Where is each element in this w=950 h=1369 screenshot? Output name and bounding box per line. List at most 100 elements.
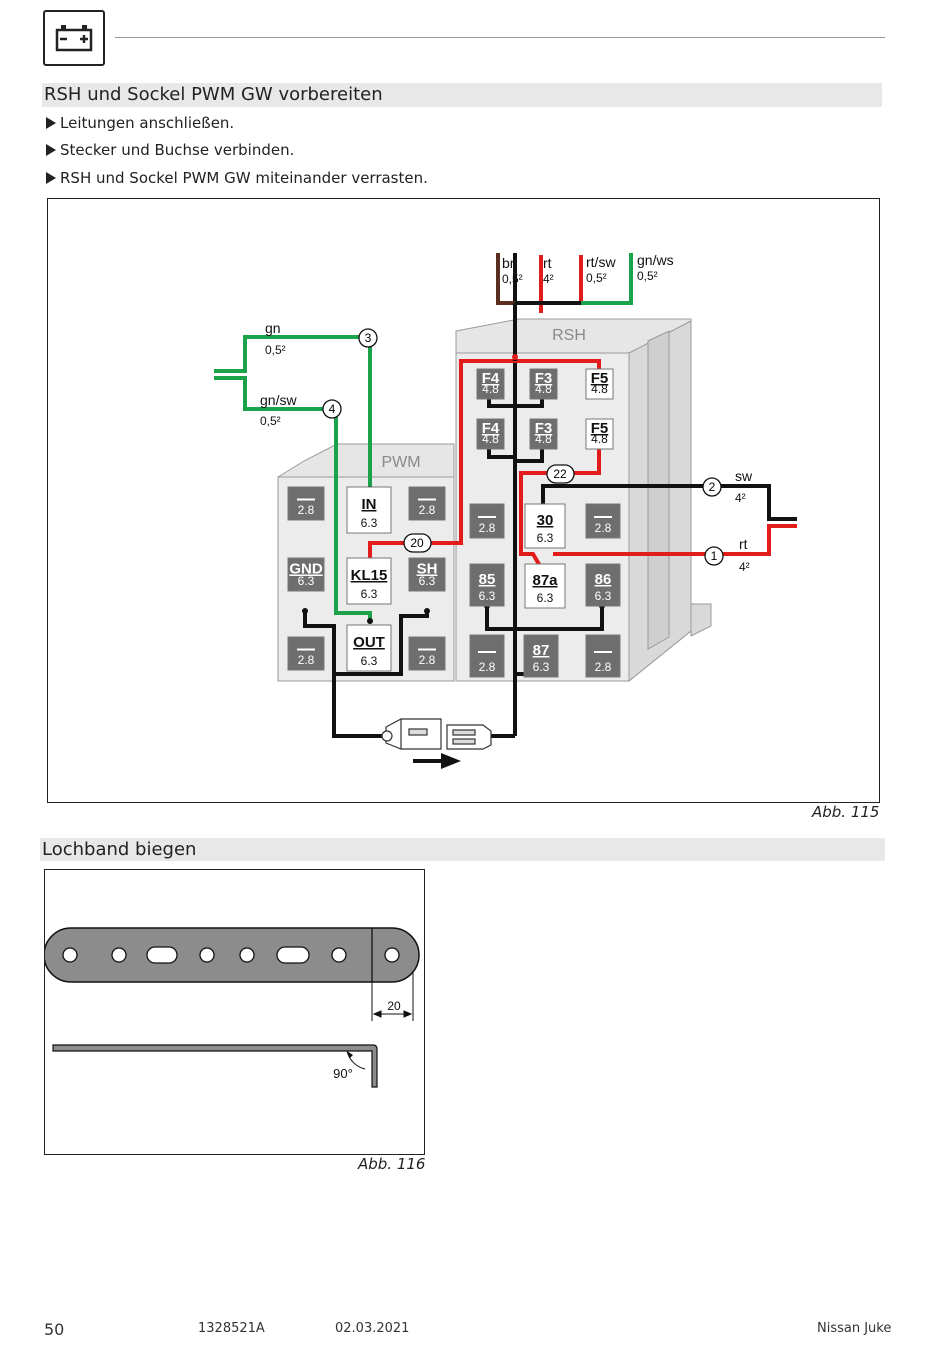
- wire-size-sw: 4²: [735, 491, 746, 505]
- rsh-fuse-1-size: 4.8: [535, 382, 552, 396]
- wire-size-rt-right: 4²: [739, 560, 750, 574]
- svg-text:22: 22: [553, 467, 567, 481]
- rsh-terminal-2-size: 2.8: [595, 521, 612, 535]
- rsh-fuse-3: F44.8: [476, 418, 505, 450]
- rsh-terminal-7: 876.3: [523, 634, 559, 678]
- step-2-text: Stecker und Buchse verbinden.: [60, 141, 295, 159]
- marker-2: 2: [702, 477, 722, 497]
- rsh-fuse-2-name: F5: [591, 370, 609, 387]
- dimension-20: [371, 971, 414, 1021]
- dimension-label: 20: [387, 999, 401, 1013]
- bent-strip: [52, 1044, 378, 1088]
- figure-116-caption: Abb. 116: [358, 1155, 426, 1173]
- wire-brown: [496, 253, 515, 305]
- figure-116-frame: 20 90°: [43, 869, 425, 1155]
- rsh-fuse-2-size: 4.8: [591, 382, 608, 396]
- rsh-terminal-6-size: 2.8: [479, 660, 496, 674]
- wire-black-gnd: [303, 611, 386, 738]
- battery-icon: [55, 25, 93, 52]
- rsh-fuse-0-size: 4.8: [482, 382, 499, 396]
- rsh-terminal-7-name: 87: [533, 642, 550, 659]
- wire-size-gnsw: 0,5²: [260, 414, 281, 428]
- rsh-terminal-8-size: 2.8: [595, 660, 612, 674]
- pwm-terminal-5-name: SH: [417, 561, 438, 578]
- pwm-terminal-6: 2.8: [287, 636, 325, 671]
- pwm-terminal-0-size: 2.8: [298, 503, 315, 517]
- wire-label-rt-right: rt: [739, 536, 748, 552]
- figure-115-caption: Abb. 115: [812, 803, 880, 821]
- step-2: Stecker und Buchse verbinden.: [46, 140, 294, 160]
- wire-black-sh: [334, 611, 429, 676]
- rsh-terminal-0-size: 2.8: [479, 521, 496, 535]
- rsh-fuse-4-name: F3: [535, 420, 553, 437]
- angle-label: 90°: [333, 1066, 353, 1081]
- svg-text:20: 20: [410, 536, 424, 550]
- footer-vehicle: Nissan Juke: [817, 1321, 892, 1336]
- wire-black-85-86: [485, 606, 604, 631]
- rsh-fuse-2: F54.8: [585, 368, 614, 400]
- step-3: RSH und Sockel PWM GW miteinander verras…: [46, 168, 428, 188]
- rsh-terminal-4-size: 6.3: [537, 591, 554, 605]
- marker-3: 3: [358, 328, 378, 348]
- rsh-terminal-1: 306.3: [524, 503, 566, 549]
- wire-label-rtsw: rt/sw: [586, 254, 616, 270]
- pwm-terminal-0: 2.8: [287, 486, 325, 521]
- rsh-terminal-5: 866.3: [585, 563, 621, 607]
- section-title-rsh: RSH und Sockel PWM GW vorbereiten: [42, 83, 882, 107]
- rsh-terminal-4-name: 87a: [532, 572, 558, 589]
- wire-size-rt: 4²: [543, 272, 554, 286]
- step-3-text: RSH und Sockel PWM GW miteinander verras…: [60, 169, 428, 187]
- wire-label-gnws: gn/ws: [637, 252, 674, 268]
- rsh-terminal-2: 2.8: [585, 503, 621, 539]
- rsh-fuse-0-name: F4: [482, 370, 500, 387]
- pwm-terminal-3-size: 6.3: [298, 574, 315, 588]
- marker-22: 22: [546, 464, 575, 484]
- rsh-terminal-6: 2.8: [469, 634, 505, 678]
- pwm-terminal-1: IN6.3: [346, 486, 392, 534]
- wire-black-sw: [541, 484, 797, 521]
- svg-text:3: 3: [365, 331, 372, 345]
- arrow-right-icon: [413, 753, 461, 769]
- svg-text:1: 1: [711, 549, 718, 563]
- rsh-terminal-7-size: 6.3: [533, 660, 550, 674]
- perforated-strip-diagram: 20 90°: [43, 927, 420, 1088]
- rsh-terminal-3-name: 85: [479, 571, 496, 588]
- pwm-terminal-8-size: 2.8: [419, 653, 436, 667]
- rsh-fuse-5-size: 4.8: [591, 432, 608, 446]
- rsh-fuse-4-size: 4.8: [535, 432, 552, 446]
- wire-size-gnws: 0,5²: [637, 269, 658, 283]
- rsh-fuse-5: F54.8: [585, 418, 614, 450]
- rsh-label: RSH: [552, 327, 586, 344]
- rsh-terminal-0: 2.8: [469, 503, 505, 539]
- figure-115-frame: RSH PWM br 0,5²: [47, 198, 880, 803]
- svg-text:4: 4: [329, 402, 336, 416]
- pwm-terminal-2-size: 2.8: [419, 503, 436, 517]
- footer-page-number: 50: [44, 1320, 65, 1339]
- wire-label-gn: gn: [265, 320, 281, 336]
- rsh-fuse-5-name: F5: [591, 420, 609, 437]
- pwm-terminal-6-size: 2.8: [298, 653, 315, 667]
- wire-label-gnsw: gn/sw: [260, 392, 297, 408]
- rsh-fuse-0: F44.8: [476, 368, 505, 400]
- rsh-terminal-5-name: 86: [595, 571, 612, 588]
- bullet-triangle-icon: [46, 172, 56, 184]
- marker-20: 20: [403, 533, 432, 553]
- pwm-label: PWM: [381, 454, 420, 471]
- wire-label-sw: sw: [735, 468, 753, 484]
- footer-doc-number: 1328521A: [198, 1321, 265, 1336]
- wire-green-gn: [214, 335, 372, 489]
- step-1-text: Leitungen anschließen.: [60, 114, 235, 132]
- pwm-terminal-4-size: 6.3: [361, 587, 378, 601]
- rsh-fuse-3-size: 4.8: [482, 432, 499, 446]
- rsh-terminal-3: 856.3: [469, 563, 505, 607]
- pwm-terminal-2: 2.8: [408, 486, 446, 521]
- rsh-terminal-1-name: 30: [537, 512, 554, 529]
- step-1: Leitungen anschließen.: [46, 113, 234, 133]
- marker-1: 1: [704, 546, 724, 566]
- pwm-terminal-5-size: 6.3: [419, 574, 436, 588]
- wire-label-br: br: [502, 255, 515, 271]
- pwm-terminal-3-name: GND: [289, 561, 323, 578]
